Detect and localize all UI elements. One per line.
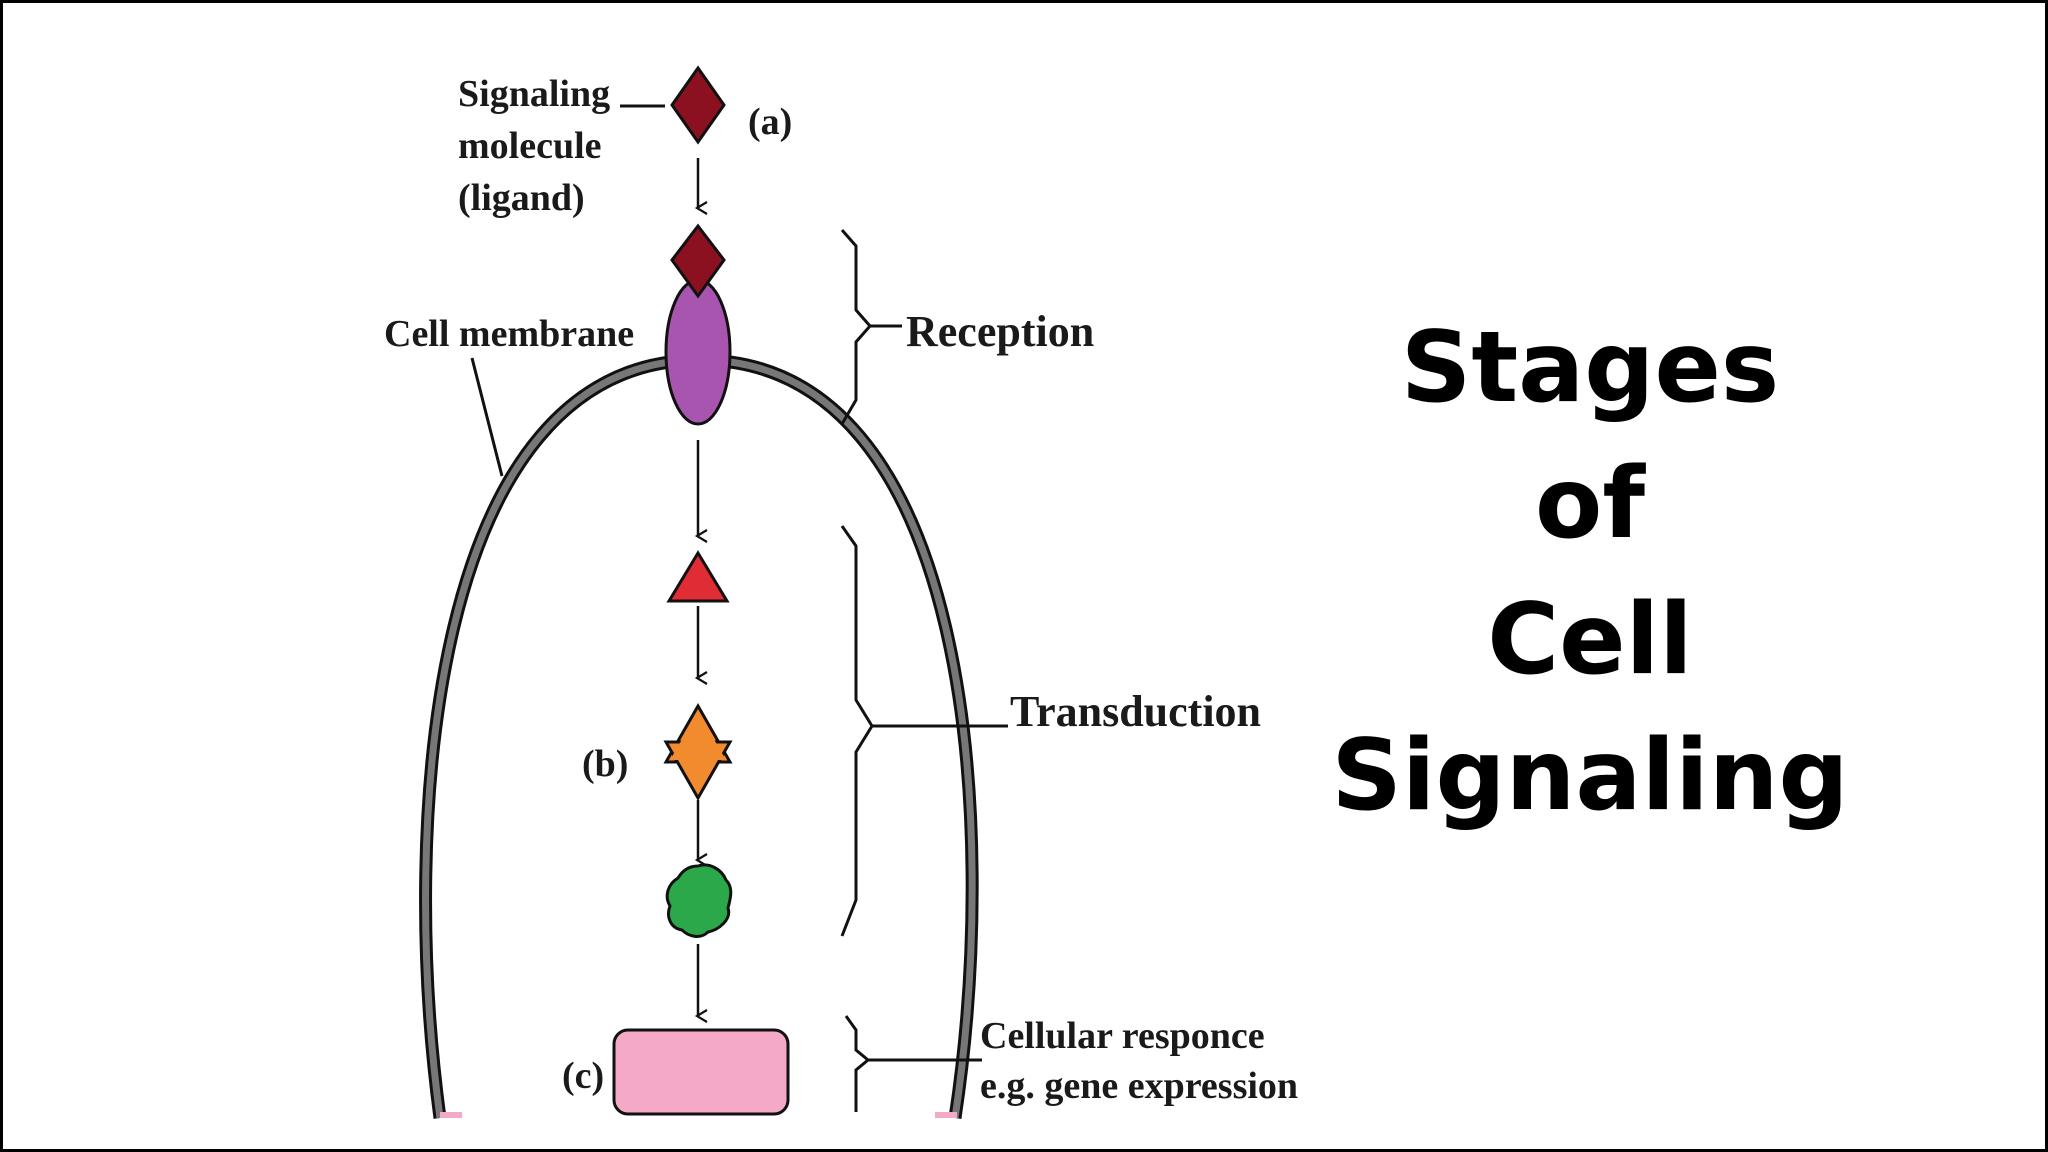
ligand-label-line-2: molecule: [458, 125, 602, 167]
slide-title: Stages of Cell Signaling: [1280, 300, 1900, 844]
transduction-bracket: [840, 525, 1008, 937]
cellular-response-label-line-1: Cellular responce: [980, 1015, 1265, 1057]
title-line-1: Stages: [1400, 311, 1780, 425]
ligand-label-line-1: Signaling: [458, 73, 610, 115]
membrane-label-pointer: [470, 357, 504, 477]
ligand-diamond-bound: [670, 223, 726, 299]
title-line-4: Signaling: [1331, 719, 1849, 833]
response-bracket: [844, 1015, 982, 1112]
receptor-protein: [664, 278, 732, 426]
title-line-3: Cell: [1487, 583, 1693, 697]
transduction-label: Transduction: [1010, 687, 1261, 736]
ligand-diamond-free: [670, 65, 726, 145]
stage-c-label: (c): [562, 1055, 604, 1097]
cytoplasm-hint-right: [935, 1112, 957, 1118]
relay-triangle: [666, 550, 730, 603]
stage-a-label: (a): [748, 101, 792, 143]
stage-b-label: (b): [582, 743, 628, 785]
cell-membrane-label: Cell membrane: [384, 313, 634, 355]
reception-label: Reception: [906, 307, 1094, 356]
relay-star: [663, 702, 733, 802]
cellular-response-label-line-2: e.g. gene expression: [980, 1065, 1298, 1107]
cellular-response-box: [612, 1028, 790, 1116]
title-line-2: of: [1535, 447, 1645, 561]
relay-blob: [665, 863, 733, 938]
reception-bracket: [840, 229, 902, 425]
ligand-label-line-3: (ligand): [458, 177, 585, 219]
cytoplasm-hint-left: [440, 1112, 462, 1118]
